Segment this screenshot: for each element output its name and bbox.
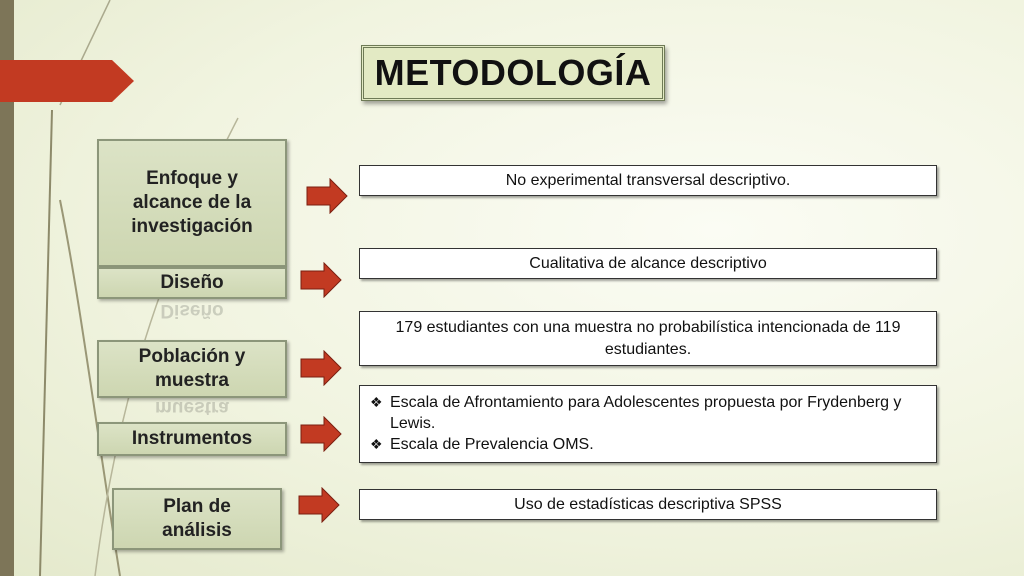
value-instrumentos: ❖ Escala de Afrontamiento para Adolescen…	[359, 385, 937, 463]
value-enfoque: No experimental transversal descriptivo.	[359, 165, 937, 196]
right-arrow-icon	[300, 416, 342, 452]
value-diseno: Cualitativa de alcance descriptivo	[359, 248, 937, 279]
label-poblacion-reflection: muestra	[155, 400, 229, 418]
right-arrow-icon	[300, 262, 342, 298]
label-plan: Plan de análisis	[112, 488, 282, 550]
red-tab-arrow	[0, 60, 134, 102]
value-plan: Uso de estadísticas descriptiva SPSS	[359, 489, 937, 520]
page-title: METODOLOGÍA	[374, 52, 652, 93]
label-diseno-reflection: Diseño	[160, 301, 224, 321]
diamond-bullet-icon: ❖	[370, 436, 383, 452]
diamond-bullet-icon: ❖	[370, 394, 383, 410]
label-poblacion: Población y muestra	[97, 340, 287, 398]
title-box: METODOLOGÍA	[361, 45, 665, 101]
instrument-list: ❖ Escala de Afrontamiento para Adolescen…	[360, 386, 936, 455]
label-diseno: Diseño	[97, 267, 287, 299]
right-arrow-icon	[298, 487, 340, 523]
label-instrumentos: Instrumentos	[97, 422, 287, 456]
right-arrow-icon	[306, 178, 348, 214]
value-poblacion: 179 estudiantes con una muestra no proba…	[359, 311, 937, 366]
list-item: ❖ Escala de Prevalencia OMS.	[370, 436, 594, 453]
label-enfoque: Enfoque y alcance de la investigación	[97, 139, 287, 267]
left-bar	[0, 0, 14, 576]
list-item: ❖ Escala de Afrontamiento para Adolescen…	[370, 394, 902, 432]
right-arrow-icon	[300, 350, 342, 386]
